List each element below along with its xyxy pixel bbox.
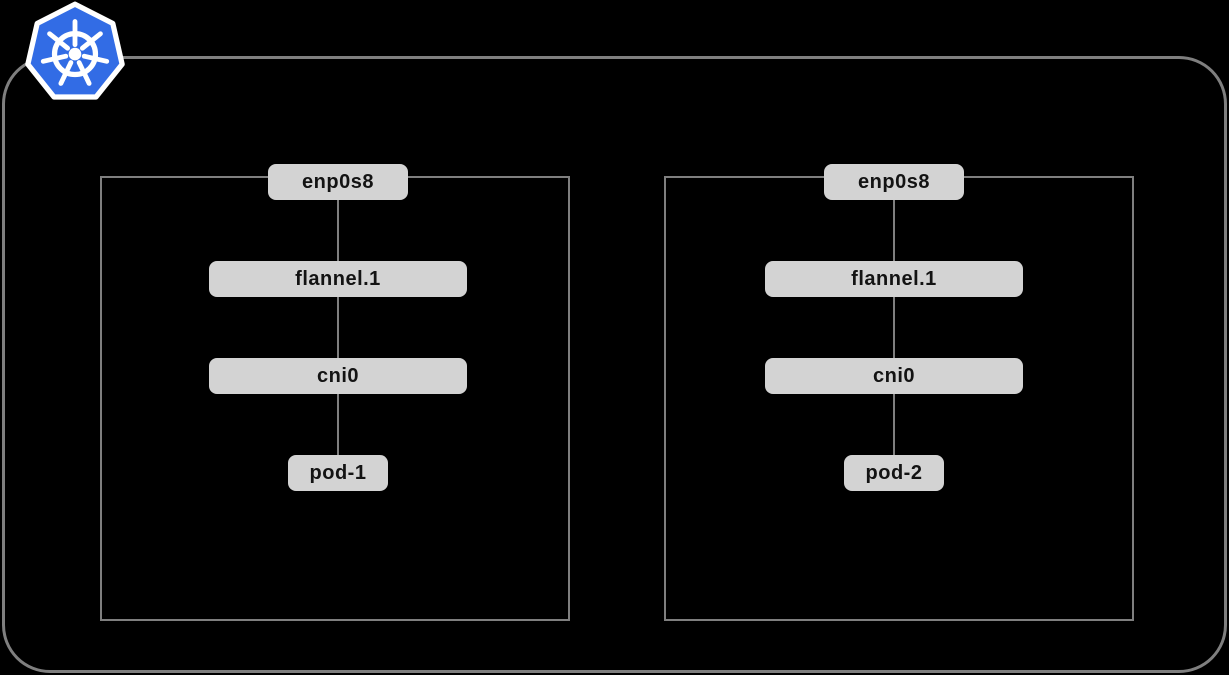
node-2-interface-enp0s8: enp0s8 (824, 164, 964, 200)
node-2-box (664, 176, 1134, 621)
node-1-interface-flannel: flannel.1 (209, 261, 467, 297)
node-1-connector-line (337, 182, 339, 473)
kubernetes-logo-icon (25, 1, 125, 100)
node-2-interface-flannel: flannel.1 (765, 261, 1023, 297)
node-1-box (100, 176, 570, 621)
node-1-interface-cni0: cni0 (209, 358, 467, 394)
node-2-connector-line (893, 182, 895, 473)
node-1-interface-enp0s8: enp0s8 (268, 164, 408, 200)
node-2-interface-cni0: cni0 (765, 358, 1023, 394)
node-1-pod: pod-1 (288, 455, 388, 491)
cluster-boundary (2, 56, 1227, 673)
node-2-pod: pod-2 (844, 455, 944, 491)
